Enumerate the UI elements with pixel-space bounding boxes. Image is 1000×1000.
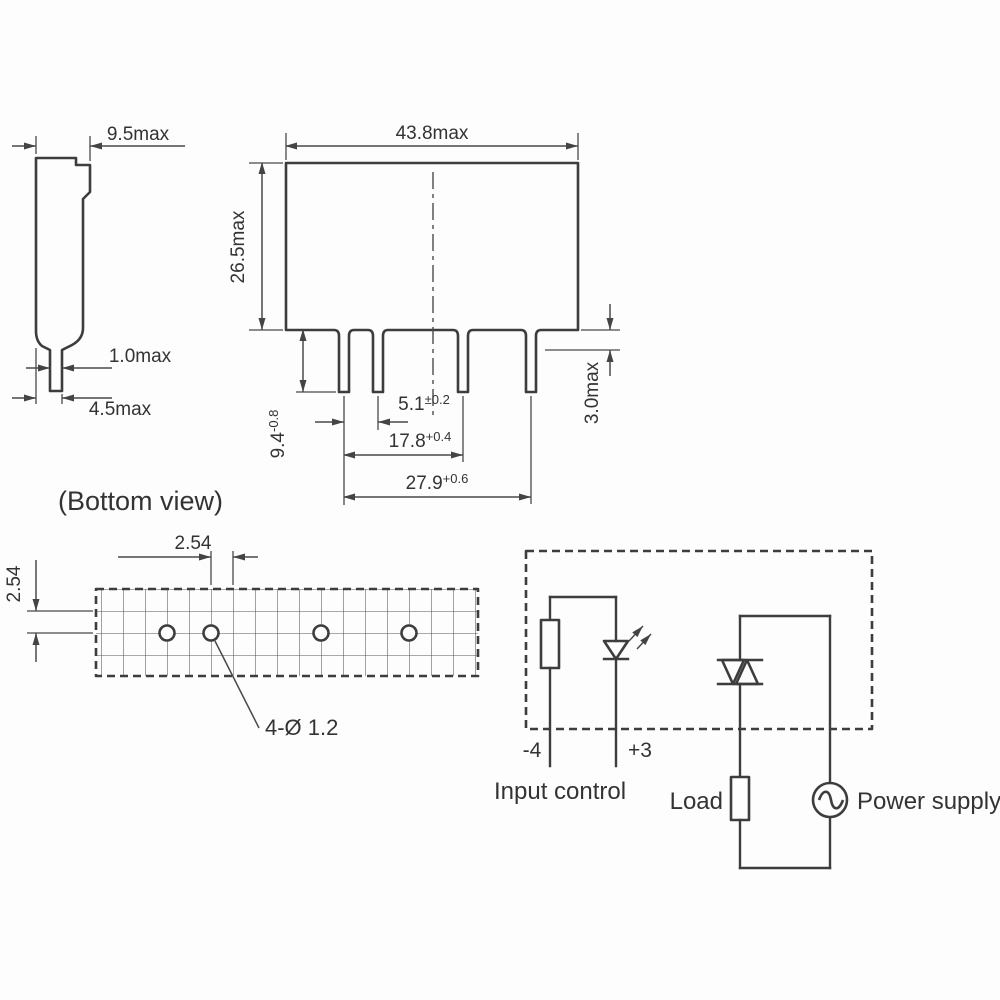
ac-sine-wave [817, 790, 845, 810]
triac-icon [720, 658, 746, 686]
dim-pin-length: 9.4-0.8 [266, 329, 336, 459]
dim-front-height-label: 26.5max [228, 210, 249, 283]
led-icon [602, 639, 630, 661]
dim-grid-pitch-v-label: 2.54 [4, 565, 25, 602]
dim-pin-offset-label: 4.5max [89, 399, 152, 420]
dim-pitch-small-label: 5.1±0.2 [398, 392, 450, 415]
dim-side-width: 9.5max [12, 124, 185, 161]
dim-grid-pitch-horizontal: 2.54 [118, 533, 258, 585]
dim-front-height: 26.5max [228, 162, 283, 331]
pin-hole-1 [158, 624, 176, 642]
pin-hole-4 [400, 624, 418, 642]
input-circuit: -4 +3 Input control [494, 595, 652, 805]
front-view: 43.8max 26.5max 3.0max 9.4-0.8 [228, 123, 620, 505]
leader-line [214, 640, 260, 729]
relay-side-profile [34, 156, 92, 393]
dim-pin-thickness-label: 1.0max [109, 346, 172, 367]
pin-hole-3 [312, 624, 330, 642]
input-control-label: Input control [494, 778, 626, 805]
resistor [539, 618, 561, 670]
load [729, 775, 751, 822]
dim-standoff-label: 3.0max [582, 361, 603, 424]
dim-pin-offset: 4.5max [12, 348, 152, 420]
hole-callout: 4-Ø 1.2 [214, 640, 338, 740]
side-view: 9.5max 1.0max 4.5max [12, 124, 185, 420]
terminal-negative-label: -4 [523, 739, 542, 762]
dim-pitch-large: 27.9+0.6 [343, 471, 531, 501]
dim-side-width-label: 9.5max [107, 124, 170, 145]
dim-standoff: 3.0max [545, 304, 620, 424]
hole-callout-label: 4-Ø 1.2 [265, 715, 338, 740]
circuit-diagram: -4 +3 Input control Load Power supply [494, 549, 1000, 870]
pin-grid [96, 589, 478, 676]
relay-boundary-box [524, 549, 874, 731]
dim-pitch-small: 5.1±0.2 [315, 392, 450, 426]
dim-pitch-large-label: 27.9+0.6 [406, 471, 469, 494]
output-circuit: Load Power supply [670, 614, 1000, 870]
dim-pin-length-label: 9.4-0.8 [266, 410, 289, 459]
led-emission-arrow [636, 633, 652, 650]
bottom-view-title: (Bottom view) [58, 486, 223, 516]
dim-pitch-mid-label: 17.8+0.4 [389, 429, 452, 452]
dim-grid-pitch-vertical: 2.54 [4, 560, 93, 662]
load-label: Load [670, 788, 723, 815]
bottom-view: (Bottom view) 2.54 2.54 4-Ø 1.2 [4, 486, 480, 740]
led-emission-arrow [628, 625, 644, 642]
dim-front-width-label: 43.8max [396, 123, 469, 144]
pin-hole-2 [202, 624, 220, 642]
relay-front-body [284, 161, 580, 394]
dim-grid-pitch-h-label: 2.54 [175, 533, 212, 554]
power-supply-label: Power supply [857, 788, 1000, 815]
dim-front-width: 43.8max [285, 123, 579, 160]
dim-pitch-mid: 17.8+0.4 [343, 429, 463, 459]
terminal-positive-label: +3 [628, 739, 652, 762]
dim-pin-thickness: 1.0max [26, 346, 172, 372]
